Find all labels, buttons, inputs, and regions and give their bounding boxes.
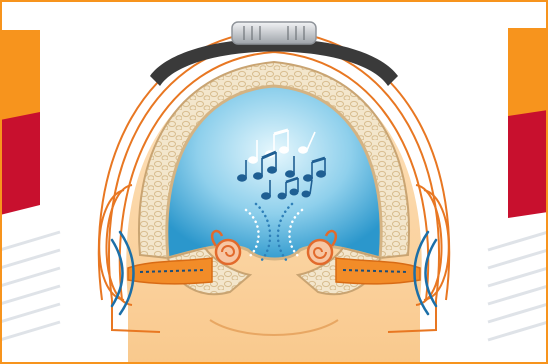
left-red-band — [0, 112, 40, 215]
right-orange-band — [508, 28, 548, 116]
right-red-band — [508, 110, 548, 218]
left-orange-band — [0, 30, 40, 120]
